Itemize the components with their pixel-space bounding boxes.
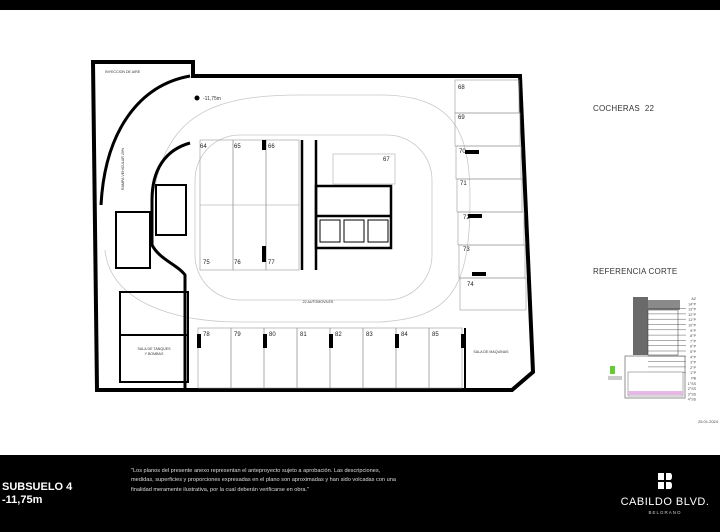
level-marker-icon [194,95,200,101]
cocheras-count: 22 [644,104,655,113]
stall-68: 68 [458,85,465,91]
level-depth: -11,75m [2,494,43,506]
stall-73: 73 [463,247,470,253]
disclaimer: "Los planos del presente anexo represent… [131,468,396,493]
stall-84: 84 [401,332,408,338]
section-level-label: 11°P [688,318,696,322]
section-level-label: 13°P [688,308,696,312]
section-level-label: 4°SS [688,398,697,402]
section-level-label: 4°P [690,355,696,359]
date-label: 25.01.2024 [698,419,719,424]
level-mark: -11,75m [203,96,221,102]
stall-80: 80 [269,332,276,338]
section-level-label: 3°P [690,361,696,365]
section-level-label: 1°SS [688,382,697,386]
stall-72: 72 [463,215,470,221]
section-level-label: 5°P [690,350,696,354]
section-level-label: 12°P [688,313,696,317]
stair-elevator-core [300,140,396,270]
stall-76: 76 [234,260,241,266]
floor-plan: 64 65 66 75 76 77 67 68 69 70 71 72 73 7… [90,60,719,424]
section-title: REFERENCIA CORTE [593,267,678,276]
section-level-label: 14°P [688,302,696,306]
cb-monogram-icon [658,473,672,489]
cars-count-label: 22 AUTOMOVILES [303,300,334,304]
tank-room-label-1: SALA DE TANQUES [137,347,171,351]
section-level-label: 8°P [690,334,696,338]
tank-room-label-2: Y BOMBAS [145,352,164,356]
level-name: SUBSUELO 4 [2,481,73,493]
section-level-label: AZ [691,297,696,301]
stall-74: 74 [467,282,474,288]
tank-room [119,291,189,383]
stall-79: 79 [234,332,241,338]
ramp-label: RAMPA VEHICULAR 20% [121,147,125,190]
highlighted-level-band [628,391,683,395]
brand-logo: CABILDO BLVD. BELGRANO [610,473,720,515]
stall-69: 69 [458,115,465,121]
island-stalls [199,139,300,271]
brand-name: CABILDO BLVD. [620,496,710,508]
ramp-wall [99,74,191,206]
level-info: SUBSUELO 4 -11,75m [2,481,72,507]
cocheras-label: COCHERAS 22 [593,104,654,113]
stall-78: 78 [203,332,210,338]
stall-85: 85 [432,332,439,338]
stall-81: 81 [300,332,307,338]
section-level-label: 2°P [690,366,696,370]
stall-66: 66 [268,144,275,150]
section-level-label: 9°P [690,329,696,333]
outer-wall [90,60,536,392]
cocheras-text: COCHERAS [593,104,640,113]
stall-82: 82 [335,332,342,338]
machine-room-label: SALA DE MAQUINAS [473,350,509,354]
section-level-label: 6°P [690,345,696,349]
section-level-label: 3°SS [688,392,697,396]
section-level-label: 7°P [690,339,696,343]
stall-71: 71 [460,181,467,187]
air-injection-label: INYECCION DE AIRE [105,70,141,74]
section-level-label: 10°P [688,324,696,328]
section-level-label: 1°P [690,371,696,375]
circulation-lines [104,94,471,323]
stall-70: 70 [459,149,466,155]
right-stalls [454,79,527,311]
section-level-label: 2°SS [688,387,697,391]
stall-65: 65 [234,144,241,150]
section-level-label: PB [691,377,696,381]
brand-sub: BELGRANO [648,510,682,515]
stall-64: 64 [200,144,207,150]
stall-77: 77 [268,260,275,266]
stall-83: 83 [366,332,373,338]
top-bar [0,0,720,10]
stall-75: 75 [203,260,210,266]
stall-67: 67 [383,157,390,163]
bottom-stalls [197,327,463,389]
footer: SUBSUELO 4 -11,75m "Los planos del prese… [0,455,720,532]
